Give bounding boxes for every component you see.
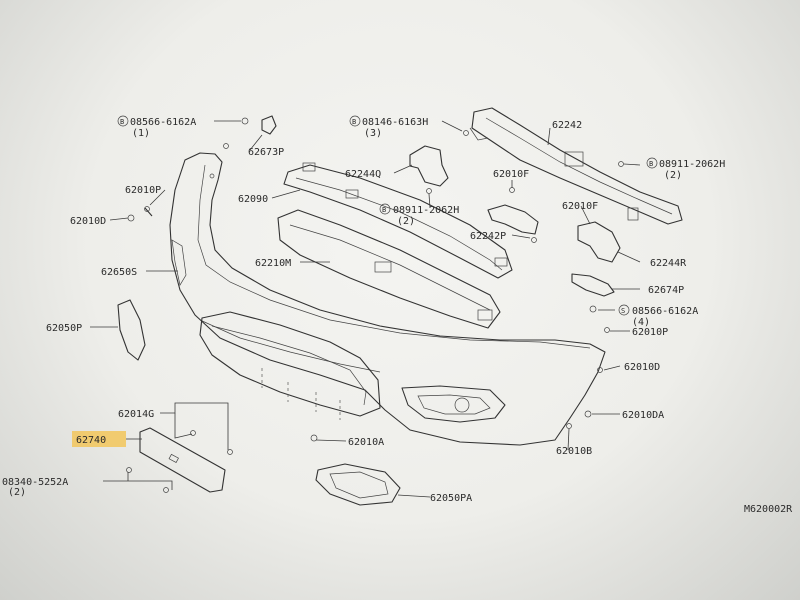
label-62050PA: 62050PA xyxy=(430,493,472,504)
label-08340-5252A-qty: (2) xyxy=(8,487,26,498)
part-labels: 08566-6162A (1) 62673P 08146-6163H (3) 6… xyxy=(2,117,793,515)
label-62010D-right: 62010D xyxy=(624,362,660,373)
label-62674P: 62674P xyxy=(648,285,684,296)
label-62010F-right: 62010F xyxy=(562,201,598,212)
marker-B-right: B xyxy=(649,160,653,168)
label-62242: 62242 xyxy=(552,120,582,131)
label-62740: 62740 xyxy=(76,435,106,446)
label-62010D-left: 62010D xyxy=(70,216,106,227)
label-62242P: 62242P xyxy=(470,231,506,242)
label-08566-6162A-right-qty: (4) xyxy=(632,317,650,328)
install-lines xyxy=(261,368,341,420)
marker-S-right: S xyxy=(621,307,625,315)
circle-markers: B B B B S xyxy=(117,115,658,316)
bracket-62674P xyxy=(571,273,615,297)
label-62210M: 62210M xyxy=(255,258,291,269)
reinforcement-62210M xyxy=(277,209,501,329)
label-62014G: 62014G xyxy=(118,409,154,420)
bracket-62050P xyxy=(117,299,146,361)
label-62010A: 62010A xyxy=(348,437,384,448)
label-08911-2062H-mid-qty: (2) xyxy=(397,216,415,227)
label-62050P: 62050P xyxy=(46,323,82,334)
label-62010P-left: 62010P xyxy=(125,185,161,196)
label-62010F-mid: 62010F xyxy=(493,169,529,180)
label-08146-6163H-qty: (3) xyxy=(364,128,382,139)
label-08566-6162A-right: 08566-6162A xyxy=(632,306,698,317)
reinforcement-beam-62242 xyxy=(469,107,683,225)
marker-B-top: B xyxy=(120,118,124,126)
bracket-62244R xyxy=(577,221,621,263)
diagram-ref-code: M620002R xyxy=(744,504,793,515)
clip-62673P xyxy=(241,115,277,135)
label-62244R: 62244R xyxy=(650,258,687,269)
absorber-62090 xyxy=(283,162,513,279)
label-62010DA: 62010DA xyxy=(622,410,664,421)
label-08566-6162A-top-qty: (1) xyxy=(132,128,150,139)
label-08911-2062H-mid: 08911-2062H xyxy=(393,205,459,216)
label-08340-5252A: 08340-5252A xyxy=(2,477,68,488)
bracket-62244Q xyxy=(409,145,449,187)
highlight-62740 xyxy=(72,431,126,447)
label-62650S: 62650S xyxy=(101,267,137,278)
license-bracket-62740 xyxy=(139,427,226,493)
leader-lines xyxy=(90,120,641,498)
bracket-62242P xyxy=(487,204,539,235)
label-62090: 62090 xyxy=(238,194,268,205)
label-62010B: 62010B xyxy=(556,446,592,457)
label-08146-6163H: 08146-6163H xyxy=(362,117,428,128)
marker-B-mid: B xyxy=(352,118,356,126)
fog-cover-62050PA xyxy=(315,463,401,506)
label-08566-6162A-top: 08566-6162A xyxy=(130,117,196,128)
marker-B-center: B xyxy=(382,206,386,214)
label-62244Q: 62244Q xyxy=(345,169,381,180)
label-08911-2062H-right-qty: (2) xyxy=(664,170,682,181)
bumper-fascia-62650S xyxy=(169,152,606,446)
label-62010P-right: 62010P xyxy=(632,327,668,338)
label-08911-2062H-right: 08911-2062H xyxy=(659,159,725,170)
label-62673P: 62673P xyxy=(248,147,284,158)
